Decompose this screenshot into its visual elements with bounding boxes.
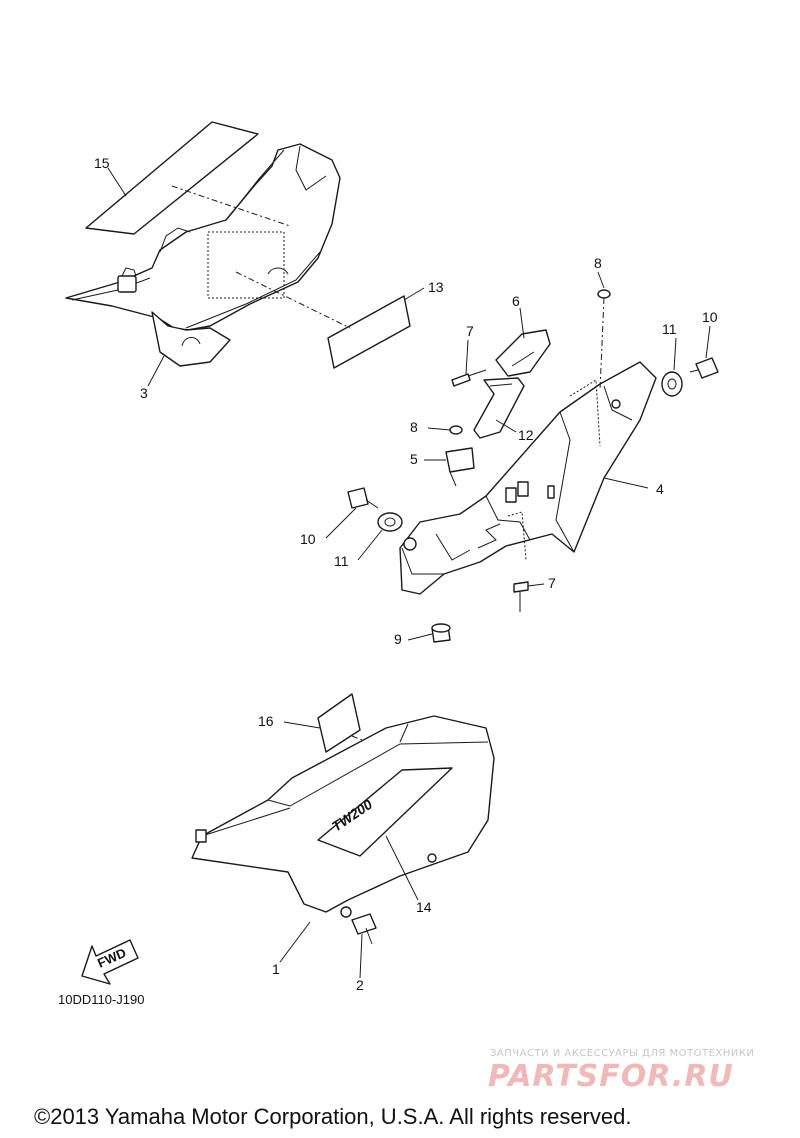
watermark-logo: PARTSFOR.RU xyxy=(488,1059,734,1094)
label-4: 4 xyxy=(656,481,664,497)
band-12 xyxy=(473,377,525,439)
label-13: 13 xyxy=(428,279,444,295)
decal-16 xyxy=(317,693,393,753)
grommet-9 xyxy=(431,623,451,643)
screw-2 xyxy=(351,913,377,945)
label-11-left: 11 xyxy=(334,553,349,569)
decal-15 xyxy=(85,121,259,235)
copyright-text: ©2013 Yamaha Motor Corporation, U.S.A. A… xyxy=(34,1104,631,1129)
decal-13 xyxy=(235,271,411,369)
label-7-lower: 7 xyxy=(548,575,556,591)
label-9: 9 xyxy=(394,631,402,647)
washer-8-upper xyxy=(597,289,611,391)
side-cover-3 xyxy=(65,143,341,367)
label-1: 1 xyxy=(272,961,280,977)
part-number-labels: 15 3 13 8 6 7 11 10 12 8 5 4 10 11 7 9 1… xyxy=(94,155,718,993)
label-7-upper: 7 xyxy=(466,323,474,339)
damper-11-right xyxy=(661,371,683,397)
label-14: 14 xyxy=(416,899,432,915)
bolt-10-left xyxy=(347,487,379,509)
holder-6 xyxy=(495,329,551,377)
washer-8-lower xyxy=(449,425,463,435)
label-10-right: 10 xyxy=(702,309,718,325)
bolt-7-lower xyxy=(513,581,545,612)
label-8-upper: 8 xyxy=(594,255,602,271)
bolt-7-upper xyxy=(451,339,487,387)
label-15: 15 xyxy=(94,155,110,171)
label-10-left: 10 xyxy=(300,531,316,547)
label-6: 6 xyxy=(512,293,520,309)
bracket-4 xyxy=(399,361,657,595)
diagram-code: 10DD110-J190 xyxy=(58,992,144,1007)
label-16: 16 xyxy=(258,713,274,729)
clip-5 xyxy=(445,447,475,487)
damper-11-left xyxy=(377,512,403,532)
side-cover-1 xyxy=(191,715,495,918)
label-3: 3 xyxy=(140,385,148,401)
label-12: 12 xyxy=(518,427,534,443)
label-5: 5 xyxy=(410,451,418,467)
label-2: 2 xyxy=(356,977,364,993)
label-8-lower: 8 xyxy=(410,419,418,435)
fwd-arrow-icon: FWD xyxy=(81,939,139,985)
leader-lines xyxy=(107,167,711,979)
bolt-10-right xyxy=(689,357,719,379)
label-11-right: 11 xyxy=(662,321,677,337)
watermark-tagline: ЗАПЧАСТИ И АКСЕССУАРЫ ДЛЯ МОТОТЕХНИКИ xyxy=(490,1048,754,1059)
